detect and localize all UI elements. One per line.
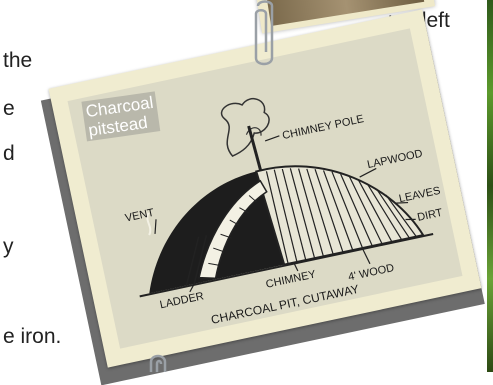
- label-chimney-pole: CHIMNEY POLE: [281, 113, 365, 142]
- article-text-line: e: [3, 98, 15, 119]
- paperclip-icon: [248, 0, 282, 70]
- label-wood: 4' WOOD: [347, 262, 395, 283]
- label-lapwood: LAPWOOD: [366, 148, 424, 171]
- label-chimney: CHIMNEY: [265, 268, 318, 290]
- charcoal-pit-diagram: CHIMNEY POLE VENT LAPWOOD LEAVES DIRT LA…: [68, 28, 463, 348]
- article-text-line: d: [3, 143, 15, 164]
- article-text-line: the: [3, 50, 32, 71]
- diagram-svg: CHIMNEY POLE VENT LAPWOOD LEAVES DIRT LA…: [68, 28, 463, 348]
- article-text-line: e iron.: [3, 326, 61, 347]
- paperclip-icon: [147, 352, 187, 376]
- right-photo-strip: [487, 0, 493, 372]
- label-leaves: LEAVES: [398, 185, 442, 205]
- article-text-line: y: [3, 236, 14, 257]
- label-vent: VENT: [124, 207, 155, 225]
- label-dirt: DIRT: [416, 207, 444, 224]
- smoke-drawing: [219, 96, 275, 157]
- label-ladder: LADDER: [159, 290, 205, 311]
